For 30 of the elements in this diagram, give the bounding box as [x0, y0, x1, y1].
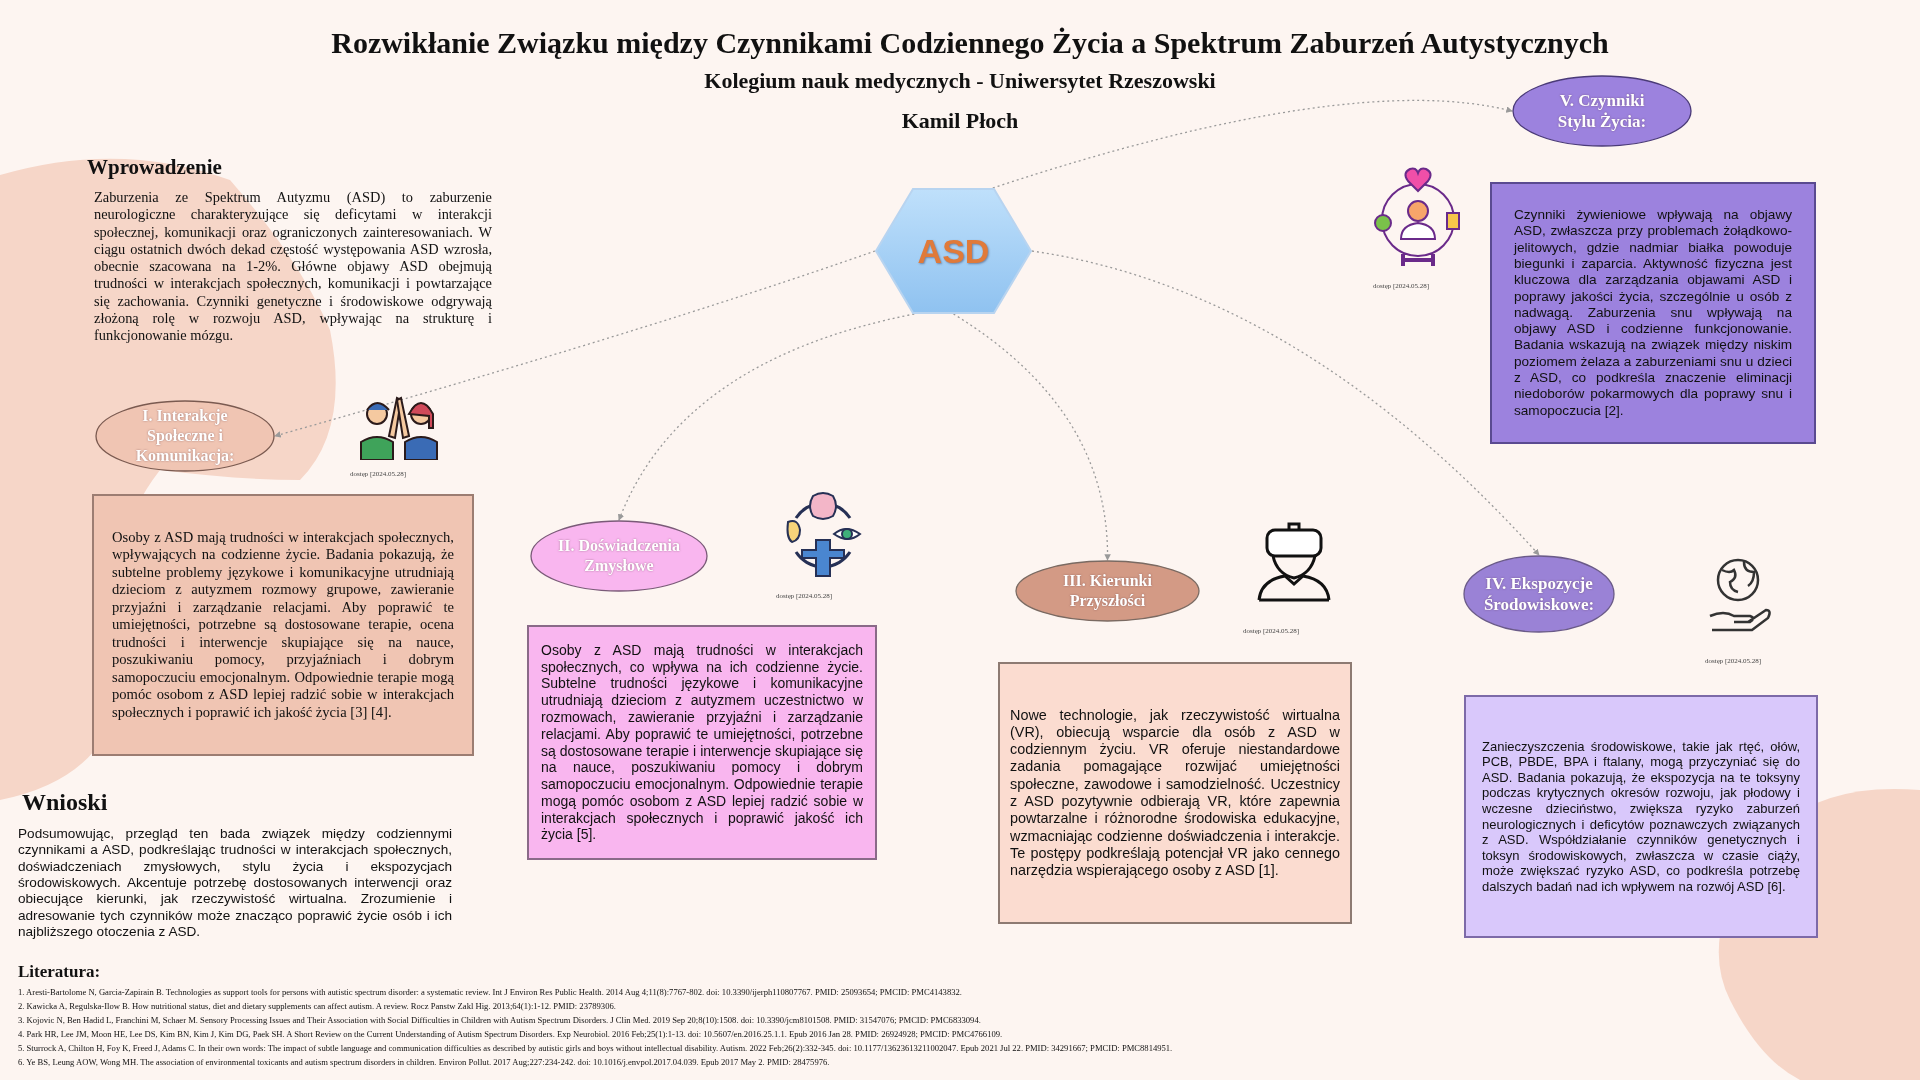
text-label: 3. Kojovic N, Ben Hadid L, Franchini M, Schaer M. Sensory Processing Issues and Their Association with Social Difficulties in Children with Autism Spectrum Disorders. J Clin Med. 2019 Sep 20;8(10):1508. doi: 10.3390/jcm8101508. PMID: 31547076; PMCID: PMC6833094.	[18, 1015, 981, 1026]
text-box: Nowe technologie, jak rzeczywistość wirtualna (VR), obiecują wsparcie dla osób z ASD w codziennym życiu. VR oferuje niestandardowe zadania pomagające rozwijać umiejętności społeczne, zawodowe i samodzielność. Uczestnicy z ASD pozytywnie odbierają VR, które zapewnia powtarzalne i różnorodne środowiska edukacyjne, wzmacniając codzienne doświadczenia i interakcje. Te postępy podkreślają potencjał VR jako cennego narzędzia wspierającego osoby z ASD [1].	[998, 662, 1352, 924]
text-label: Wnioski	[22, 788, 108, 817]
ellipse-node: IV. Ekspozycje Środowiskowe:	[1463, 555, 1615, 633]
text-label: Literatura:	[18, 962, 101, 983]
text-label: Kolegium nauk medycznych - Uniwersytet Rzeszowski	[703, 68, 1217, 95]
text-label: Kamil Płoch	[900, 108, 1020, 135]
text-box: Osoby z ASD mają trudności w interakcjach społecznych, wpływających na codzienne życie. Badania pokazują, że subtelne problemy językowe i komunikacyjne utrudniają dzieciom z autyzmem rozmowy grupowe, zawieranie przyjaźni i zarządzanie relacjami. Aby poprawić te umiejętności, potrzebne są dostosowane terapie, ocena trudności i interwencje skupiające się na nauce, poszukiwaniu pomocy, przyjaźniach i dobrym samopoczuciu emocjonalnym. Odpowiednie terapie mogą pomóc osobom z ASD lepiej radzić sobie w interakcjach społecznych i poprawić ich jakość życia [3] [4].	[92, 494, 474, 756]
text-label: 5. Sturrock A, Chilton H, Foy K, Freed J, Adams C. In their own words: The impact of subtle language and communication difficulties as described by autistic girls and boys without intellectual disability. Autism. 2022 Feb;26(2):332-345. doi: 10.1177/13623613211002047. Epub 2021 Jul 22. PMID: 34291667; PMCID: PMC8814951.	[18, 1043, 1173, 1054]
text-box: Czynniki żywieniowe wpływają na objawy ASD, zwłaszcza przy problemach żołądkowo-jelitowych, gdzie nadmiar białka powoduje biegunki i zaparcia. Aktywność fizyczna jest kluczowa dla zarządzania objawami ASD i poprawy jakości życia, szczególnie u osób z nadwagą. Zaburzenia snu wpływają na objawy ASD i codzienne funkcjonowanie. Badania wskazują na związek między niskim poziomem żelaza a zaburzeniami snu u dzieci z ASD, co podkreśla znaczenie eliminacji niedoborów pokarmowych dla poprawy snu i samopoczucia [2].	[1490, 182, 1816, 444]
text-box: Osoby z ASD mają trudności w interakcjach społecznych, co wpływa na ich codzienne życie. Subtelne trudności językowe i komunikacyjne utrudniają dzieciom z autyzmem uczestnictwo w rozmowach, zawieranie przyjaźni i zarządzanie relacjami. Aby poprawić te umiejętności, potrzebne są dostosowane terapie i interwencje skupiające się na nauce, poszukiwaniu pomocy i dobrym samopoczuciu emocjonalnym. Odpowiednie terapie mogą pomóc osobom z ASD lepiej radzić sobie w interakcjach społecznych i poprawić jakość ich życia [5].	[527, 625, 877, 860]
ellipse-node: I. Interakcje Społeczne i Komunikacja:	[95, 400, 275, 472]
text-label: 6. Ye BS, Leung AOW, Wong MH. The association of environmental toxicants and autism spectrum disorders in children. Environ Pollut. 2017 Aug;227:234-242. doi: 10.1016/j.envpol.2017.04.039. Epub 2017 May 2. PMID: 28475976.	[18, 1057, 830, 1068]
ellipse-node: III. Kierunki Przyszłości	[1015, 560, 1200, 622]
poster-title: Rozwikłanie Związku między Czynnikami Codziennego Życia a Spektrum Zaburzeń Autystycznych	[330, 26, 1610, 60]
dotted-arrow	[992, 99, 1513, 189]
hexagon-node: ASD	[875, 188, 1032, 314]
text-label: 2. Kawicka A, Regulska-Ilow B. How nutritional status, diet and dietary supplements can affect autism. A review. Rocz Panstw Zakl Hig. 2013;64(1):1-12. PMID: 23789306.	[18, 1001, 616, 1012]
text-box: Zanieczyszczenia środowiskowe, takie jak rtęć, ołów, PCB, PBDE, BPA i ftalany, mogą przyczyniać się do ASD. Badania pokazują, że ekspozycja na te toksyny podczas krytycznych okresów rozwoju, jak płodowy i wczesne dzieciństwo, zwiększa ryzyko zaburzeń neurologicznych i deficytów poznawczych związanych z ASD. Współdziałanie czynników genetycznych i toksyn środowiskowych, zwłaszcza w czasie ciąży, może zwiększać ryzyko ASD, co podkreśla potrzebę dalszych badań nad ich wpływem na rozwój ASD [6].	[1464, 695, 1818, 938]
dotted-arrow	[618, 313, 915, 521]
dotted-arrow	[952, 313, 1111, 561]
ellipse-node: II. Doświadczenia Zmysłowe	[530, 520, 708, 592]
ellipse-node: V. Czynniki Stylu Życia:	[1512, 75, 1692, 147]
text-label: 1. Aresti-Bartolome N, Garcia-Zapirain B. Technologies as support tools for persons with autistic spectrum disorder: a systematic review. Int J Environ Res Public Health. 2014 Aug 4;11(8):7767-802. doi: 10.3390/ijerph110807767. PMID: 25093654; PMCID: PMC4143832.	[18, 987, 962, 998]
text-label: Wprowadzenie	[87, 155, 222, 181]
text-label: 4. Park HR, Lee JM, Moon HE, Lee DS, Kim BN, Kim J, Kim DG, Paek SH. A Short Review on the Current Understanding of Autism Spectrum Disorders. Exp Neurobiol. 2016 Feb;25(1):1-13. doi: 10.5607/en.2016.25.1.1. Epub 2016 Jan 28. PMID: 26924928; PMCID: PMC4766109.	[18, 1029, 1003, 1040]
dotted-arrow	[1031, 250, 1540, 556]
text-label: Podsumowując, przegląd ten bada związek między codziennymi czynnikami a ASD, podkreślając trudności w interakcjach społecznych, doświadczeniach zmysłowych, stylu życia i ekspozycjach środowiskowych. Akcentuje potrzebę dostosowanych interwencji oraz obiecujące kierunki, jak rzeczywistość wirtualna. Zrozumienie i adresowanie tych czynników może znacząco poprawić życie osób i ich najbliższego otoczenia z ASD.	[18, 826, 452, 941]
dotted-arrow	[274, 250, 876, 438]
text-label: Zaburzenia ze Spektrum Autyzmu (ASD) to zaburzenie neurologiczne charakteryzujące się deficytami w interakcji społecznej, komunikacji oraz ograniczonych zainteresowaniach. W ciągu ostatnich dwóch dekad częstość występowania ASD wzrosła, obecnie szacowana na 1-2%. Główne objawy ASD obejmują trudności w interakcjach społecznych, komunikacji i powtarzające się zachowania. Czynniki genetyczne i środowiskowe odgrywają złożoną rolę w rozwoju ASD, wpływając na strukturę i funkcjonowanie mózgu.	[94, 189, 492, 345]
